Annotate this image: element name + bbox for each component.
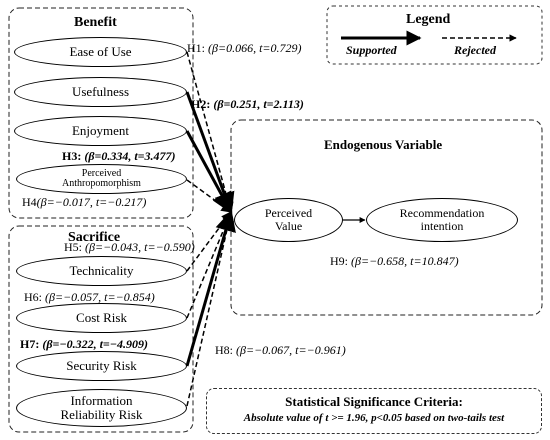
h1-stats: (β=0.066, t=0.729) [208, 41, 302, 55]
legend-box [326, 5, 543, 65]
h5-stats: (β=−0.043, t=−0.590) [85, 240, 195, 254]
h8-name: H8: [215, 343, 236, 357]
recommendation-intention-label-line2: intention [420, 219, 464, 233]
h2-stats: (β=0.251, t=2.113) [213, 97, 304, 111]
sacrifice-group-title: Sacrifice [68, 230, 121, 245]
technicality-node: Technicality [16, 256, 187, 286]
h8-label: H8: (β=−0.067, t=−0.961) [215, 343, 346, 358]
h5-label: H5: (β=−0.043, t=−0.590) [64, 240, 195, 255]
criteria-title: Statistical Significance Criteria: [285, 394, 463, 409]
h1-arrow [186, 51, 234, 214]
perceived-anthropomorphism-label-line2: Anthropomorphism [62, 178, 141, 189]
perceived-anthropomorphism-node: Perceived Anthropomorphism [16, 164, 187, 194]
recommendation-intention-label-line1: Recommendation [399, 206, 485, 221]
information-reliability-risk-label-line2: Reliability Risk [60, 407, 143, 422]
legend-rejected-label: Rejected [454, 43, 496, 57]
recommendation-intention-node: Recommendation intention [366, 198, 518, 242]
information-reliability-risk-label-line1: Information [70, 393, 133, 409]
h7-stats: (β=−0.322, t=−4.909) [42, 337, 149, 351]
h4-stats: (β=−0.017, t=−0.217) [36, 195, 147, 209]
enjoyment-node: Enjoyment [14, 116, 187, 146]
h6-label: H6: (β=−0.057, t=−0.854) [24, 290, 155, 305]
h2-name: H2: [191, 97, 214, 111]
perceived-value-label-line1: Perceived [264, 206, 313, 221]
legend-supported-label: Supported [346, 43, 397, 57]
technicality-label: Technicality [69, 263, 134, 279]
usefulness-node: Usefulness [14, 77, 187, 107]
usefulness-label: Usefulness [71, 84, 130, 100]
legend-title: Legend [406, 12, 451, 27]
ease-of-use-node: Ease of Use [14, 37, 187, 67]
h3-arrow [185, 130, 233, 214]
perceived-value-label-line2: Value [274, 219, 303, 233]
h3-name: H3: [62, 149, 85, 163]
cost-risk-label: Cost Risk [76, 310, 127, 326]
h5-name: H5: [64, 240, 85, 254]
h4-name: H4 [22, 195, 37, 209]
h3-label: H3: (β=0.334, t=3.477) [62, 149, 176, 164]
h4-arrow [186, 179, 232, 213]
security-risk-node: Security Risk [16, 351, 187, 381]
h9-label: H9: (β=−0.658, t=10.847) [330, 254, 459, 269]
h1-label: H1: (β=0.066, t=0.729) [187, 41, 302, 56]
h9-stats: (β=−0.658, t=10.847) [351, 254, 459, 268]
h8-stats: (β=−0.067, t=−0.961) [236, 343, 346, 357]
h4-label: H4(β=−0.017, t=−0.217) [22, 195, 146, 210]
h6-arrow [186, 211, 233, 319]
sacrifice-group-box [8, 225, 194, 433]
significance-criteria-box: Statistical Significance Criteria: Absol… [206, 388, 542, 434]
h8-arrow [186, 210, 235, 407]
security-risk-label: Security Risk [66, 358, 137, 374]
endogenous-group-title: Endogenous Variable [324, 137, 443, 152]
h7-label: H7: (β=−0.322, t=−4.909) [20, 337, 148, 352]
h2-label: H2: (β=0.251, t=2.113) [191, 97, 304, 112]
information-reliability-risk-node: Information Reliability Risk [16, 389, 187, 427]
perceived-anthropomorphism-label-line1: Perceived [81, 167, 122, 179]
h7-arrow [185, 209, 236, 367]
criteria-text: Absolute value of t >= 1.96, p<0.05 base… [243, 412, 505, 424]
h6-name: H6: [24, 290, 45, 304]
h3-stats: (β=0.334, t=3.477) [84, 149, 176, 163]
h7-name: H7: [20, 337, 43, 351]
benefit-group-title: Benefit [74, 15, 117, 30]
enjoyment-label: Enjoyment [71, 123, 130, 139]
cost-risk-node: Cost Risk [16, 303, 187, 333]
h1-name: H1: [187, 41, 208, 55]
h5-arrow [186, 211, 232, 272]
h9-name: H9: [330, 254, 351, 268]
h6-stats: (β=−0.057, t=−0.854) [45, 290, 155, 304]
ease-of-use-label: Ease of Use [69, 44, 132, 60]
perceived-value-node: Perceived Value [234, 198, 343, 242]
benefit-group-box [8, 7, 194, 219]
